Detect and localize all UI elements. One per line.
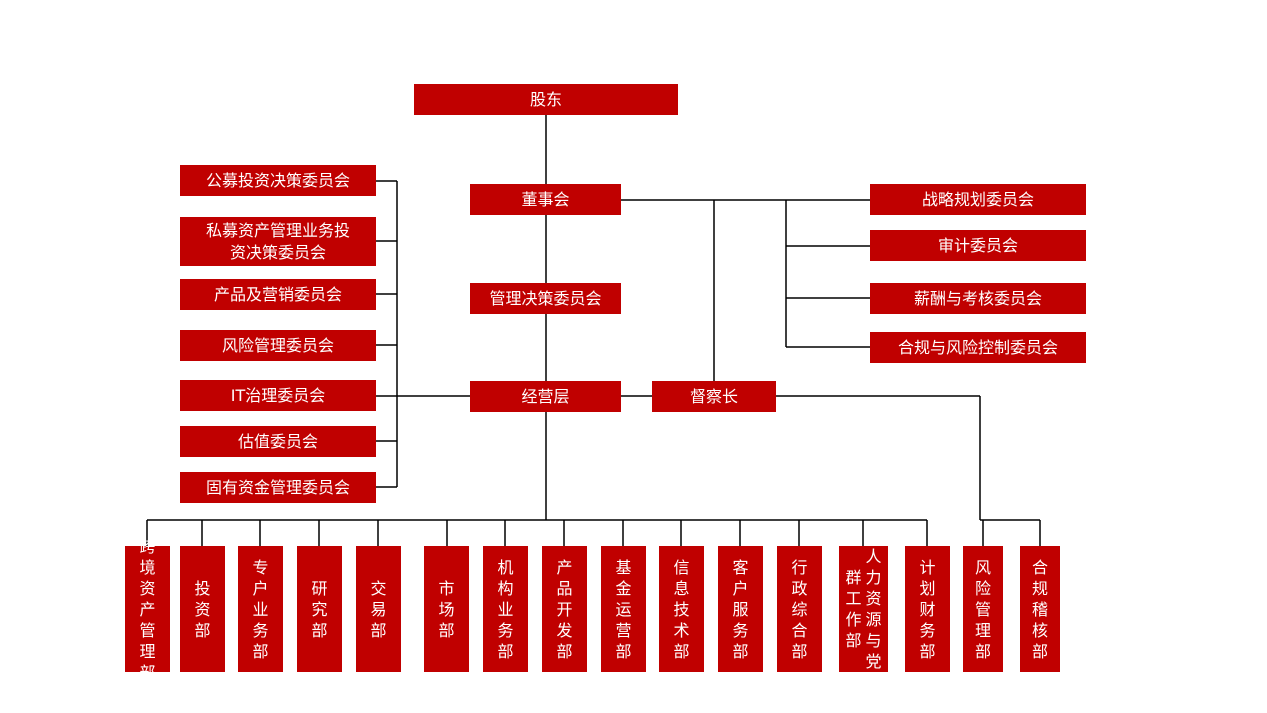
left-committee-label: IT治理委员会 [230, 385, 326, 405]
operations-box: 经营层 [470, 381, 621, 412]
left-committee-box: 固有资金管理委员会 [180, 472, 376, 503]
department-label: 产品开发部 [556, 557, 573, 661]
department-box: 市场部 [424, 546, 469, 672]
management-committee-label: 管理决策委员会 [489, 288, 602, 308]
left-committee-box: 产品及营销委员会 [180, 279, 376, 310]
left-committee-label: 产品及营销委员会 [213, 284, 342, 304]
department-box: 信息技术部 [659, 546, 704, 672]
department-label: 跨境资产管理部 [139, 536, 156, 682]
right-committee-box: 审计委员会 [870, 230, 1086, 261]
supervisor-department-label: 风险管理部 [975, 557, 992, 661]
left-committee-box: 公募投资决策委员会 [180, 165, 376, 196]
department-label: 专户业务部 [252, 557, 269, 661]
department-label: 计划财务部 [919, 557, 936, 661]
department-box: 计划财务部 [905, 546, 950, 672]
left-committee-label: 风险管理委员会 [221, 335, 334, 355]
right-committee-box: 薪酬与考核委员会 [870, 283, 1086, 314]
department-box: 跨境资产管理部 [125, 537, 170, 682]
department-box: 人力资源与党 群工作部 [839, 546, 888, 672]
right-committee-label: 合规与风险控制委员会 [897, 337, 1058, 357]
department-box: 机构业务部 [483, 546, 528, 672]
supervisor-label: 督察长 [689, 386, 738, 406]
department-box: 交易部 [356, 546, 401, 672]
supervisor-department-label: 合规稽核部 [1032, 557, 1049, 661]
right-committee-box: 合规与风险控制委员会 [870, 332, 1086, 363]
department-label: 群工作部 [845, 568, 862, 650]
right-committee-label: 薪酬与考核委员会 [913, 288, 1042, 308]
department-label: 市场部 [438, 578, 455, 640]
department-box: 客户服务部 [718, 546, 763, 672]
department-label: 基金运营部 [615, 557, 632, 661]
department-box: 投资部 [180, 546, 225, 672]
department-label: 研究部 [311, 578, 328, 640]
department-box: 基金运营部 [601, 546, 646, 672]
department-box: 专户业务部 [238, 546, 283, 672]
department-label: 信息技术部 [673, 557, 690, 661]
supervisor-department-box: 风险管理部 [963, 546, 1003, 672]
shareholders-box: 股东 [414, 84, 678, 115]
department-label: 客户服务部 [732, 557, 749, 661]
supervisor-department-box: 合规稽核部 [1020, 546, 1060, 672]
supervisor-box: 督察长 [652, 381, 776, 412]
department-box: 行政综合部 [777, 546, 822, 672]
board-label: 董事会 [521, 189, 570, 209]
department-label: 人力资源与党 [865, 547, 882, 671]
right-committee-box: 战略规划委员会 [870, 184, 1086, 215]
operations-label: 经营层 [521, 386, 570, 406]
department-label: 投资部 [194, 578, 211, 640]
left-committee-box: 风险管理委员会 [180, 330, 376, 361]
left-committee-label: 公募投资决策委员会 [205, 170, 350, 190]
left-committee-label: 固有资金管理委员会 [205, 477, 350, 497]
left-committee-box: 估值委员会 [180, 426, 376, 457]
department-label: 机构业务部 [497, 557, 514, 661]
department-label: 交易部 [370, 578, 387, 640]
department-box: 产品开发部 [542, 546, 587, 672]
department-label: 行政综合部 [791, 557, 808, 661]
left-committee-label: 私募资产管理业务投 资决策委员会 [205, 220, 350, 262]
shareholders-label: 股东 [529, 89, 562, 109]
board-box: 董事会 [470, 184, 621, 215]
right-committee-label: 审计委员会 [937, 235, 1018, 255]
left-committee-label: 估值委员会 [237, 431, 318, 451]
left-committee-box: 私募资产管理业务投 资决策委员会 [180, 217, 376, 266]
left-committee-box: IT治理委员会 [180, 380, 376, 411]
right-committee-label: 战略规划委员会 [921, 189, 1034, 209]
department-box: 研究部 [297, 546, 342, 672]
management-committee-box: 管理决策委员会 [470, 283, 621, 314]
